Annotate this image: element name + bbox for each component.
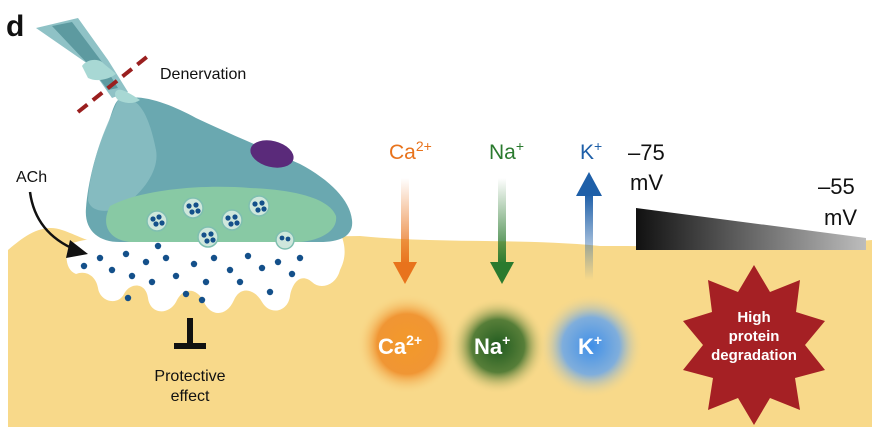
voltage-left-value: –75: [628, 140, 665, 165]
calcium-top-label: Ca2+: [389, 138, 432, 164]
calcium-arrowhead-icon: [393, 262, 417, 284]
sodium-arrow-shaft: [498, 178, 506, 264]
inhibition-icon: [174, 318, 206, 349]
potassium-ion-label: K+: [578, 332, 602, 359]
calcium-ion-label: Ca2+: [378, 332, 422, 359]
axon-terminal-tuft: [82, 59, 116, 81]
vesicle: [197, 226, 219, 248]
depolarization-wedge: [636, 208, 866, 250]
voltage-left-unit: mV: [630, 170, 663, 195]
potassium-arrowhead-icon: [576, 172, 602, 196]
panel-label: d: [6, 10, 24, 43]
degradation-label-line3: degradation: [711, 347, 797, 364]
sodium-ion-label: Na+: [474, 332, 510, 359]
vesicle: [182, 197, 204, 219]
vesicle: [275, 230, 295, 250]
vesicle: [146, 210, 168, 232]
vesicle: [248, 195, 270, 217]
protein-degradation-starburst: [683, 265, 825, 425]
sodium-top-label: Na+: [489, 138, 524, 164]
calcium-ion-cloud: [357, 294, 457, 394]
protective-effect-line1: Protective: [154, 368, 225, 385]
potassium-ion-cloud: [539, 294, 643, 398]
denervation-cut-line: [76, 54, 150, 114]
voltage-right-unit: mV: [824, 205, 857, 230]
degradation-label-line2: protein: [729, 328, 780, 345]
calcium-arrow-shaft: [401, 178, 409, 264]
sodium-ion-cloud: [450, 298, 546, 394]
synaptic-cleft: [66, 232, 345, 313]
vesicle-group: [146, 195, 295, 250]
voltage-right-value: –55: [818, 174, 855, 199]
nerve-terminal-highlight: [88, 98, 157, 211]
protective-effect-line2: effect: [171, 388, 210, 405]
nucleus: [250, 140, 294, 168]
nerve-terminal-crest: [115, 89, 140, 103]
degradation-label-line1: High: [737, 309, 770, 326]
denervation-label: Denervation: [160, 66, 246, 83]
potassium-arrow-shaft: [585, 194, 593, 280]
ach-arrowhead-icon: [66, 240, 88, 258]
ach-label: ACh: [16, 169, 47, 186]
sodium-arrowhead-icon: [490, 262, 514, 284]
ach-molecules: [80, 242, 304, 304]
vesicle: [221, 209, 243, 231]
potassium-top-label: K+: [580, 138, 602, 164]
